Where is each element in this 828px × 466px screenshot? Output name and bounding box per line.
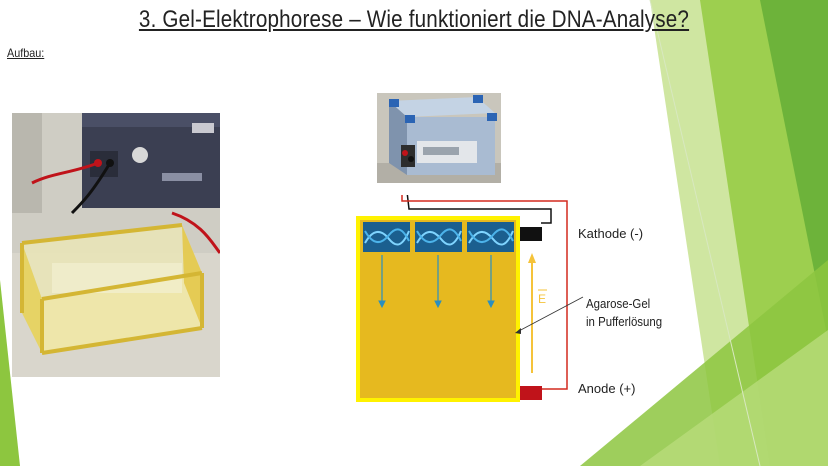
photo-power-supply (377, 93, 501, 183)
dna-well-1 (363, 222, 410, 252)
green-stripe-bottom-light (640, 330, 828, 466)
kathode-label: Kathode (-) (578, 226, 644, 241)
migration-arrow-3 (487, 255, 495, 309)
gel-label-line2: in Pufferlösung (586, 314, 663, 329)
gel-label-line1: Agarose-Gel (586, 296, 651, 311)
field-label: E (538, 292, 546, 306)
gel-schematic: E (356, 195, 584, 402)
thin-diagonal-line (649, 0, 761, 466)
anode-electrode (520, 386, 542, 400)
slide-title: 3. Gel-Elektrophorese – Wie funktioniert… (138, 6, 690, 33)
photo-electrophoresis-chamber (12, 113, 220, 377)
gel-pointer-head (515, 328, 521, 334)
migration-arrow-2 (434, 255, 442, 309)
anode-label: Anode (+) (578, 381, 636, 396)
green-stripe-left (0, 280, 20, 466)
cathode-electrode (520, 227, 542, 241)
wire-red (401, 195, 568, 390)
section-label: Aufbau: (7, 46, 45, 60)
electric-field-arrow (528, 253, 536, 373)
gel-pointer-line (516, 296, 584, 333)
green-stripe-right-dark (760, 0, 828, 340)
dna-well-2 (415, 222, 462, 252)
migration-arrow-1 (378, 255, 386, 309)
dna-well-3 (467, 222, 514, 252)
